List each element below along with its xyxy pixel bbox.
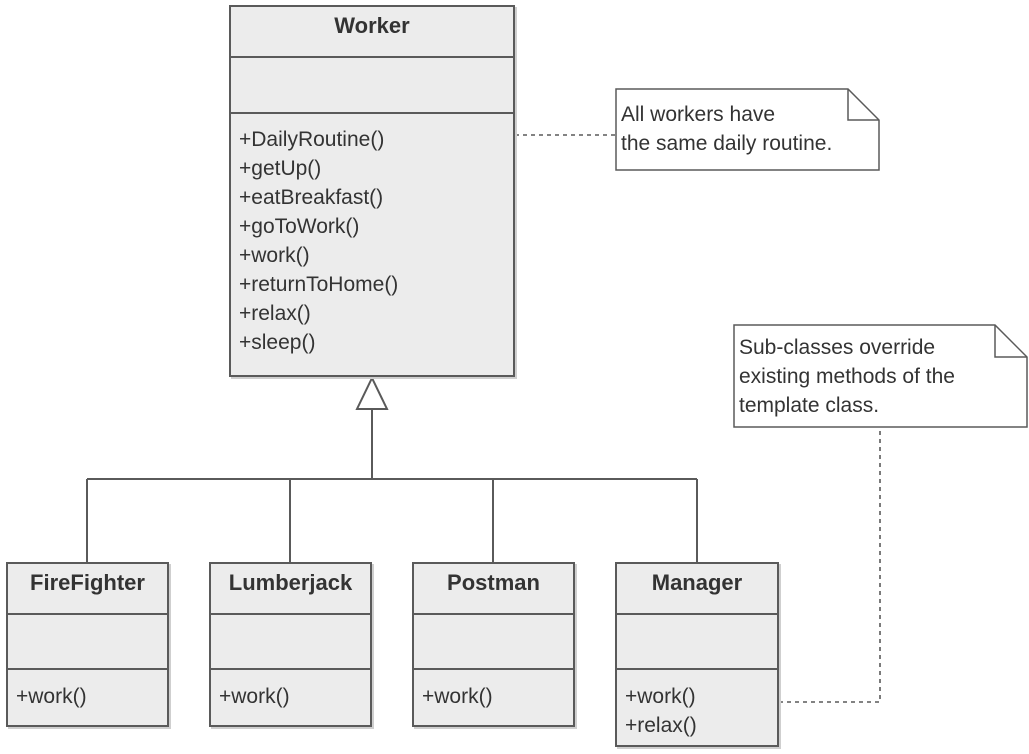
- note-daily-routine[interactable]: All workers have the same daily routine.: [615, 88, 880, 171]
- class-worker[interactable]: Worker +DailyRoutine() +getUp() +eatBrea…: [229, 5, 515, 377]
- method: +relax(): [239, 302, 311, 325]
- methods-compartment: +work(): [414, 670, 573, 711]
- class-name: FireFighter: [8, 564, 167, 615]
- note-text-line: the same daily routine.: [621, 132, 833, 155]
- attributes-compartment: [211, 615, 370, 670]
- method: +work(): [239, 244, 310, 267]
- method: +goToWork(): [239, 215, 360, 238]
- method: +relax(): [625, 714, 697, 737]
- note-text-line: existing methods of the: [739, 365, 955, 388]
- method: +getUp(): [239, 157, 322, 180]
- class-name: Worker: [231, 7, 513, 58]
- class-manager[interactable]: Manager +work() +relax(): [615, 562, 779, 747]
- methods-compartment: +DailyRoutine() +getUp() +eatBreakfast()…: [231, 114, 513, 357]
- class-name: Lumberjack: [211, 564, 370, 615]
- methods-compartment: +work() +relax(): [617, 670, 777, 740]
- attributes-compartment: [231, 58, 513, 114]
- method: +eatBreakfast(): [239, 186, 384, 209]
- class-name: Manager: [617, 564, 777, 615]
- attributes-compartment: [617, 615, 777, 670]
- attributes-compartment: [8, 615, 167, 670]
- note-shape: [615, 88, 880, 171]
- note-text-line: template class.: [739, 394, 880, 417]
- method: +sleep(): [239, 331, 316, 354]
- method: +work(): [625, 685, 696, 708]
- methods-compartment: +work(): [8, 670, 167, 711]
- method: +DailyRoutine(): [239, 128, 385, 151]
- note-override[interactable]: Sub-classes override existing methods of…: [733, 324, 1028, 428]
- methods-compartment: +work(): [211, 670, 370, 711]
- class-postman[interactable]: Postman +work(): [412, 562, 575, 727]
- generalization-arrowhead: [355, 375, 389, 410]
- method: +work(): [422, 685, 493, 708]
- class-lumberjack[interactable]: Lumberjack +work(): [209, 562, 372, 727]
- note-text-line: Sub-classes override: [739, 336, 936, 359]
- method: +work(): [16, 685, 87, 708]
- note-text-line: All workers have: [621, 103, 776, 126]
- attributes-compartment: [414, 615, 573, 670]
- method: +returnToHome(): [239, 273, 399, 296]
- method: +work(): [219, 685, 290, 708]
- class-firefighter[interactable]: FireFighter +work(): [6, 562, 169, 727]
- note-anchor-override: [779, 428, 881, 703]
- note-shape: [733, 324, 1028, 428]
- class-name: Postman: [414, 564, 573, 615]
